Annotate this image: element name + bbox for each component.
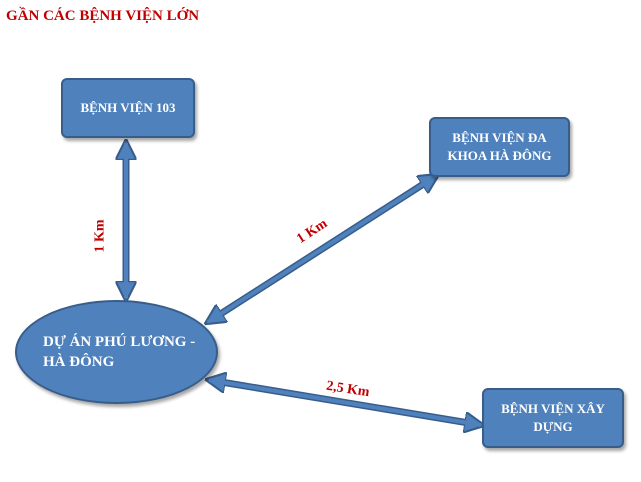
node-hospital-103-label: BỆNH VIỆN 103: [80, 100, 176, 115]
node-center-project: DỰ ÁN PHÚ LƯƠNG - HÀ ĐÔNG: [15, 300, 218, 404]
page-title: GẦN CÁC BỆNH VIỆN LỚN: [6, 8, 200, 24]
node-hospital-ha-dong: BỆNH VIỆN ĐA KHOA HÀ ĐÔNG: [429, 117, 570, 177]
node-hospital-103: BỆNH VIỆN 103: [61, 78, 195, 138]
node-center-label: DỰ ÁN PHÚ LƯƠNG - HÀ ĐÔNG: [43, 334, 196, 370]
node-hospital-ha-dong-label: BỆNH VIỆN ĐA KHOA HÀ ĐÔNG: [447, 130, 552, 163]
distance-label-103: 1 Km: [92, 219, 108, 253]
node-hospital-xay-dung-label: BỆNH VIỆN XÂY DỰNG: [501, 401, 605, 434]
node-hospital-xay-dung: BỆNH VIỆN XÂY DỰNG: [482, 388, 624, 448]
